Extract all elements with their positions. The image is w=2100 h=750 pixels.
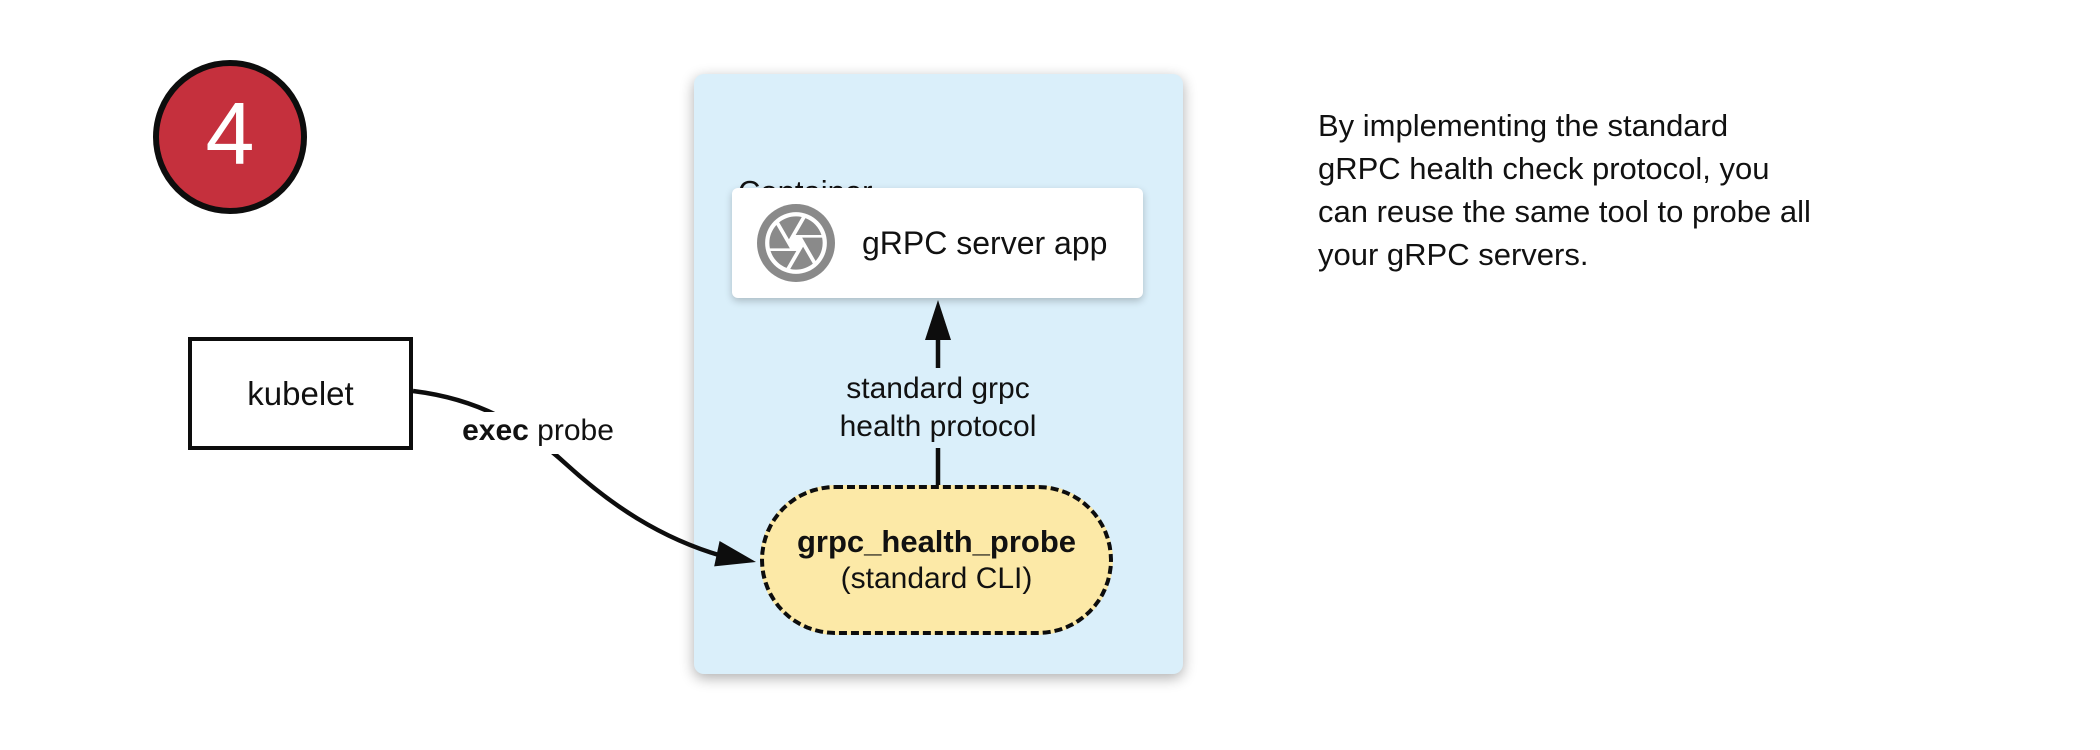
health-probe-node: grpc_health_probe (standard CLI) — [760, 485, 1113, 635]
container-group: Container gRPC server app grpc_health_pr… — [694, 74, 1183, 674]
kubelet-label: kubelet — [247, 374, 354, 412]
exec-probe-label: exec probe — [454, 412, 622, 454]
note-line: can reuse the same tool to probe all — [1318, 194, 1811, 229]
kubelet-node: kubelet — [188, 337, 413, 450]
exec-probe-label-rest: probe — [528, 414, 614, 447]
health-probe-title: grpc_health_probe — [796, 524, 1077, 559]
note-line: By implementing the standard — [1318, 108, 1729, 143]
health-protocol-label: standard grpc health protocol — [827, 368, 1049, 448]
aperture-icon — [757, 204, 835, 282]
note-line: gRPC health check protocol, you — [1318, 151, 1770, 186]
grpc-server-node: gRPC server app — [732, 188, 1143, 298]
step-badge: 4 — [153, 60, 307, 214]
note-line: your gRPC servers. — [1318, 237, 1589, 272]
exec-probe-label-bold: exec — [462, 414, 529, 447]
note-text: By implementing the standard gRPC health… — [1318, 104, 1811, 276]
grpc-server-label: gRPC server app — [862, 224, 1108, 261]
health-protocol-label-line1: standard grpc — [846, 372, 1030, 405]
step-number: 4 — [205, 84, 255, 183]
health-probe-subtitle: (standard CLI) — [840, 562, 1033, 595]
health-protocol-label-line2: health protocol — [839, 410, 1037, 443]
